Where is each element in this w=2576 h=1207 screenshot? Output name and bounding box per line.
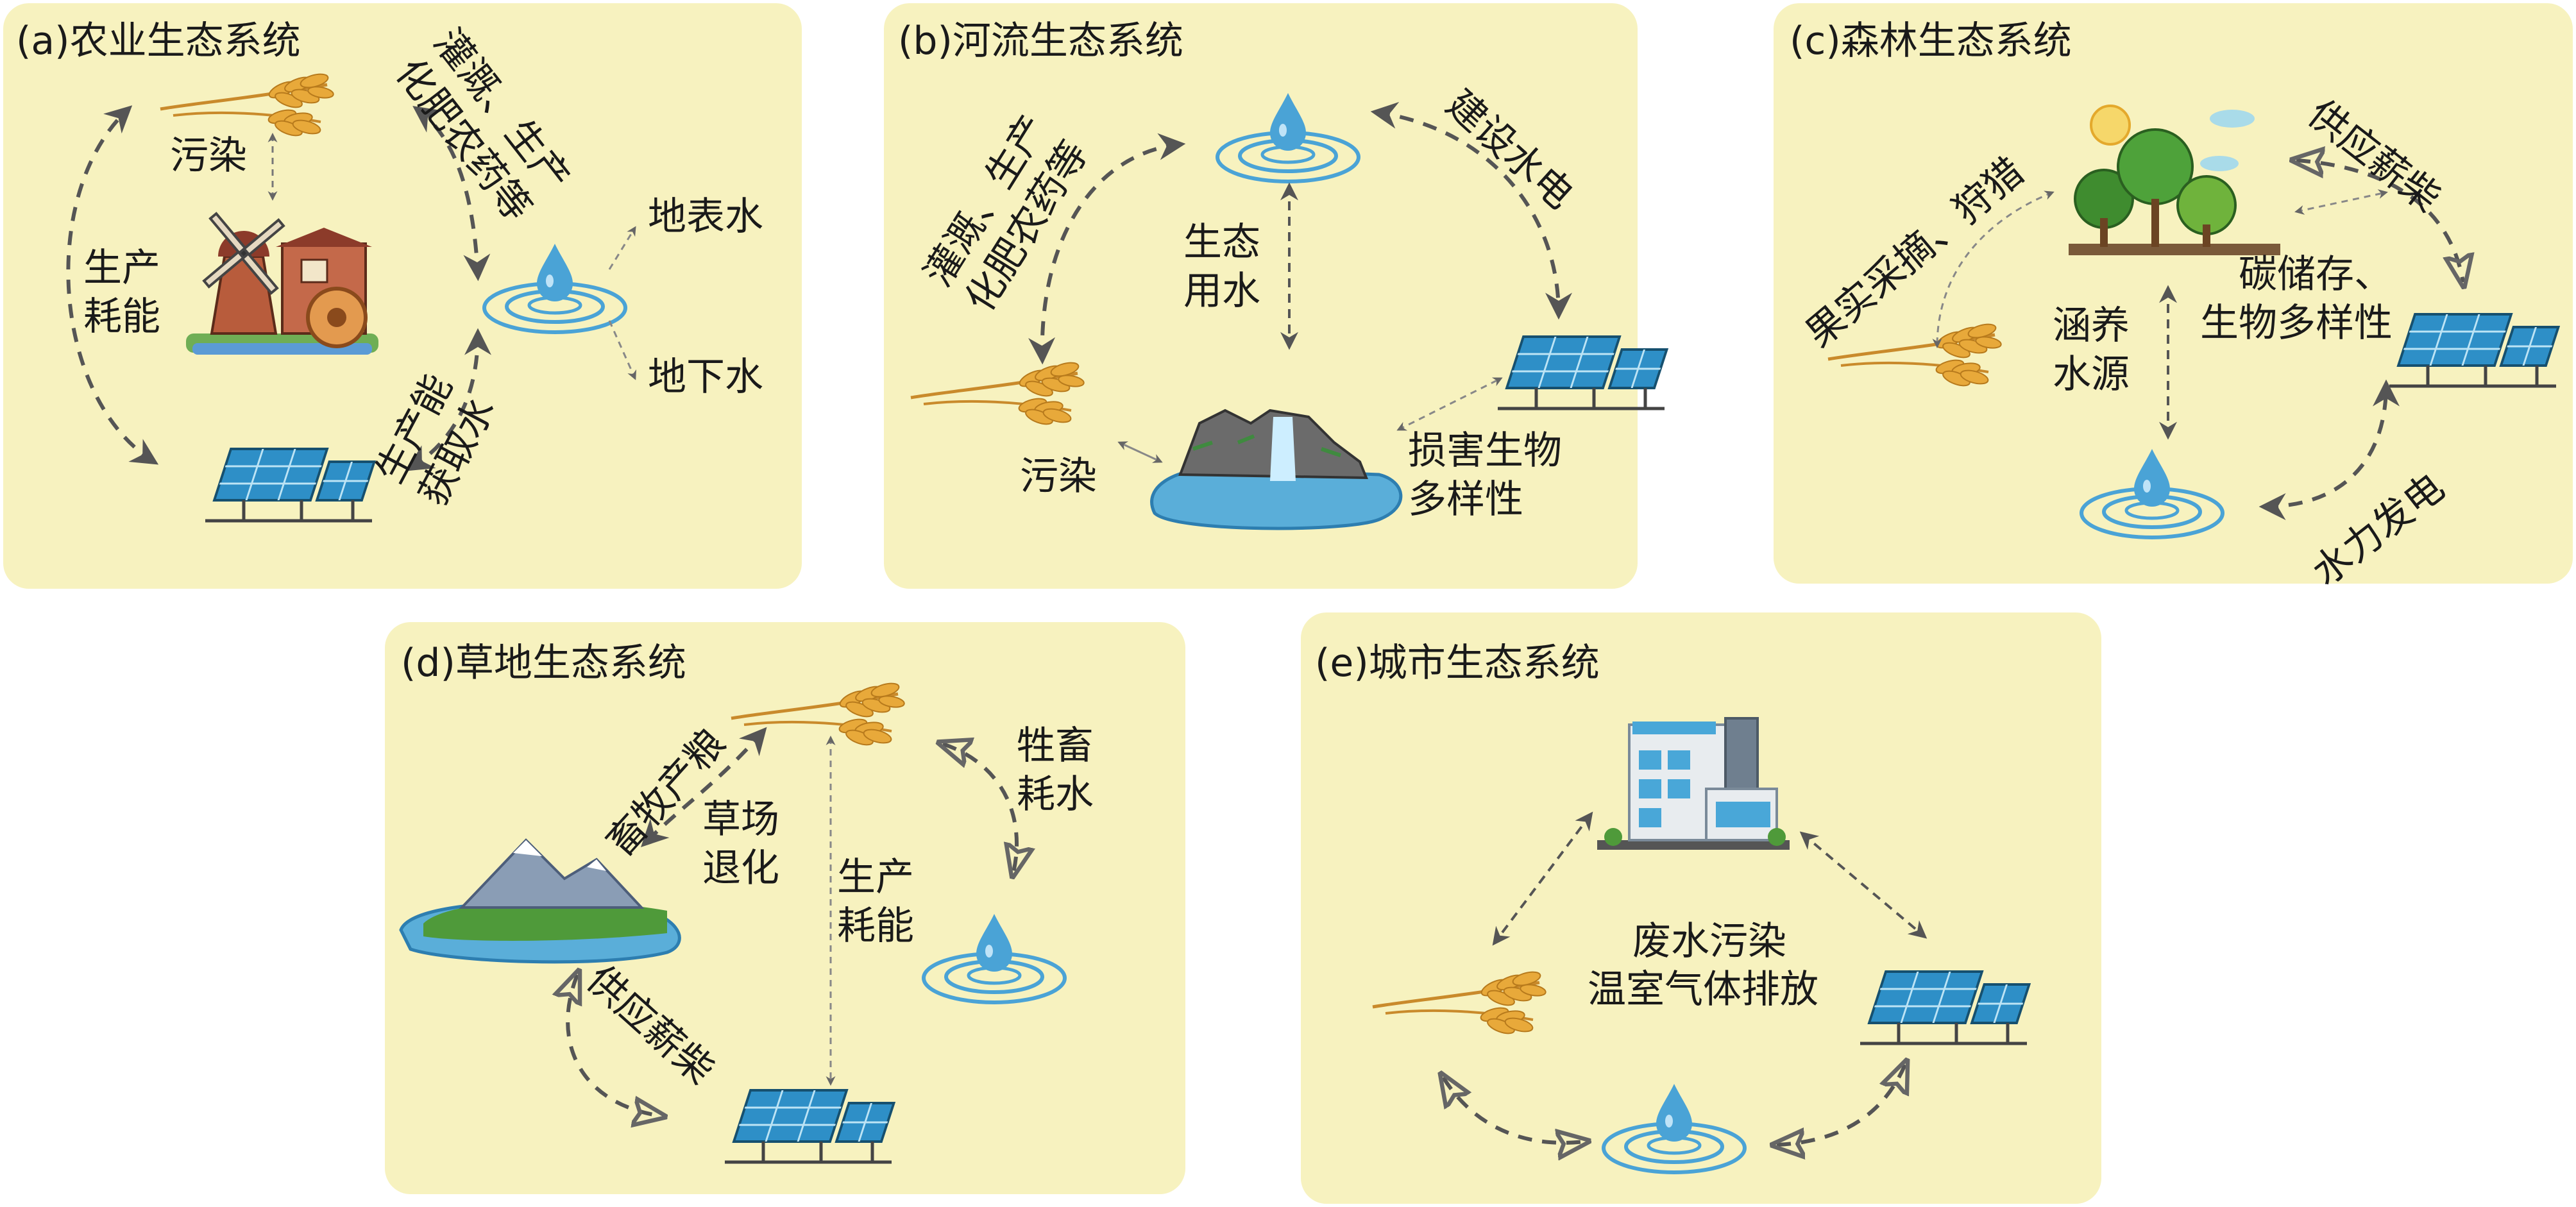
- label-ghg: 温室气体排放: [1588, 967, 1818, 1012]
- panel-e-title: (e)城市生态系统: [1315, 641, 1600, 686]
- label-livestock-water: 牲畜 耗水: [1017, 723, 1094, 817]
- panel-a-title: (a)农业生态系统: [16, 19, 301, 63]
- label-pollution-a: 污染: [170, 133, 247, 178]
- panel-e: [1301, 612, 2101, 1204]
- label-pollution-b: 污染: [1020, 454, 1097, 499]
- panel-d-title: (d)草地生态系统: [401, 641, 686, 686]
- label-surface-water: 地表水: [648, 194, 763, 239]
- label-wastewater: 废水污染: [1632, 919, 1786, 964]
- label-biodiversity-damage: 损害生物 多样性: [1408, 428, 1562, 522]
- panel-d: [385, 622, 1185, 1194]
- label-carbon-biodiversity: 碳储存、 生物多样性: [2200, 252, 2393, 346]
- label-water-conservation: 涵养 水源: [2053, 303, 2130, 397]
- label-production-energy-d: 生产 耗能: [837, 855, 914, 949]
- label-degradation: 草场 退化: [702, 797, 779, 891]
- panel-c-title: (c)森林生态系统: [1790, 19, 2072, 63]
- panel-b-title: (b)河流生态系统: [898, 19, 1183, 63]
- label-eco-water: 生态 用水: [1183, 220, 1260, 314]
- label-ground-water: 地下水: [648, 355, 763, 400]
- label-production-energy-a: 生产 耗能: [83, 246, 160, 339]
